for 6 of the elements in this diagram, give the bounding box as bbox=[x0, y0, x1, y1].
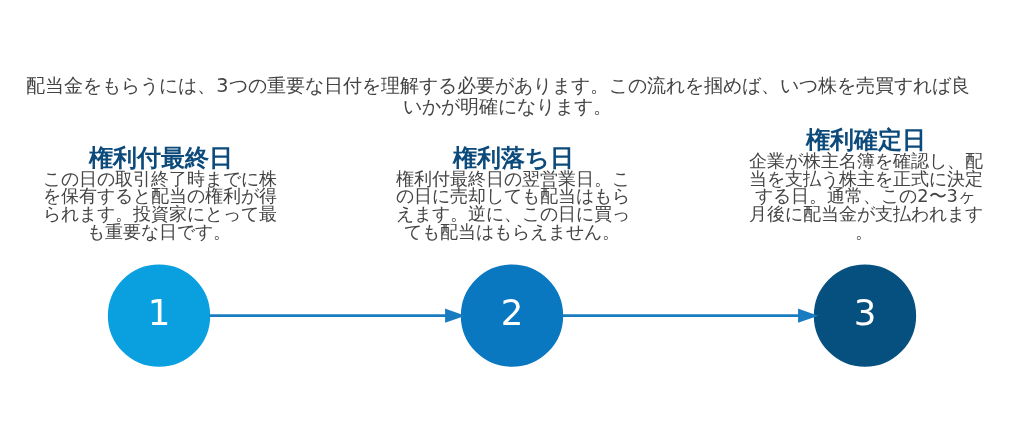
arrow bbox=[209, 308, 466, 323]
diagram-title: 配当金をもらうには、3つの重要な日付を理解する必要があります。この流れを掴めば、いつ株を売買すれば良いかが明確になります。 bbox=[26, 74, 970, 119]
node-circle: 2 bbox=[460, 264, 564, 367]
node-circle: 1 bbox=[107, 264, 211, 367]
arrow bbox=[562, 308, 819, 323]
node-circle: 3 bbox=[813, 264, 917, 367]
